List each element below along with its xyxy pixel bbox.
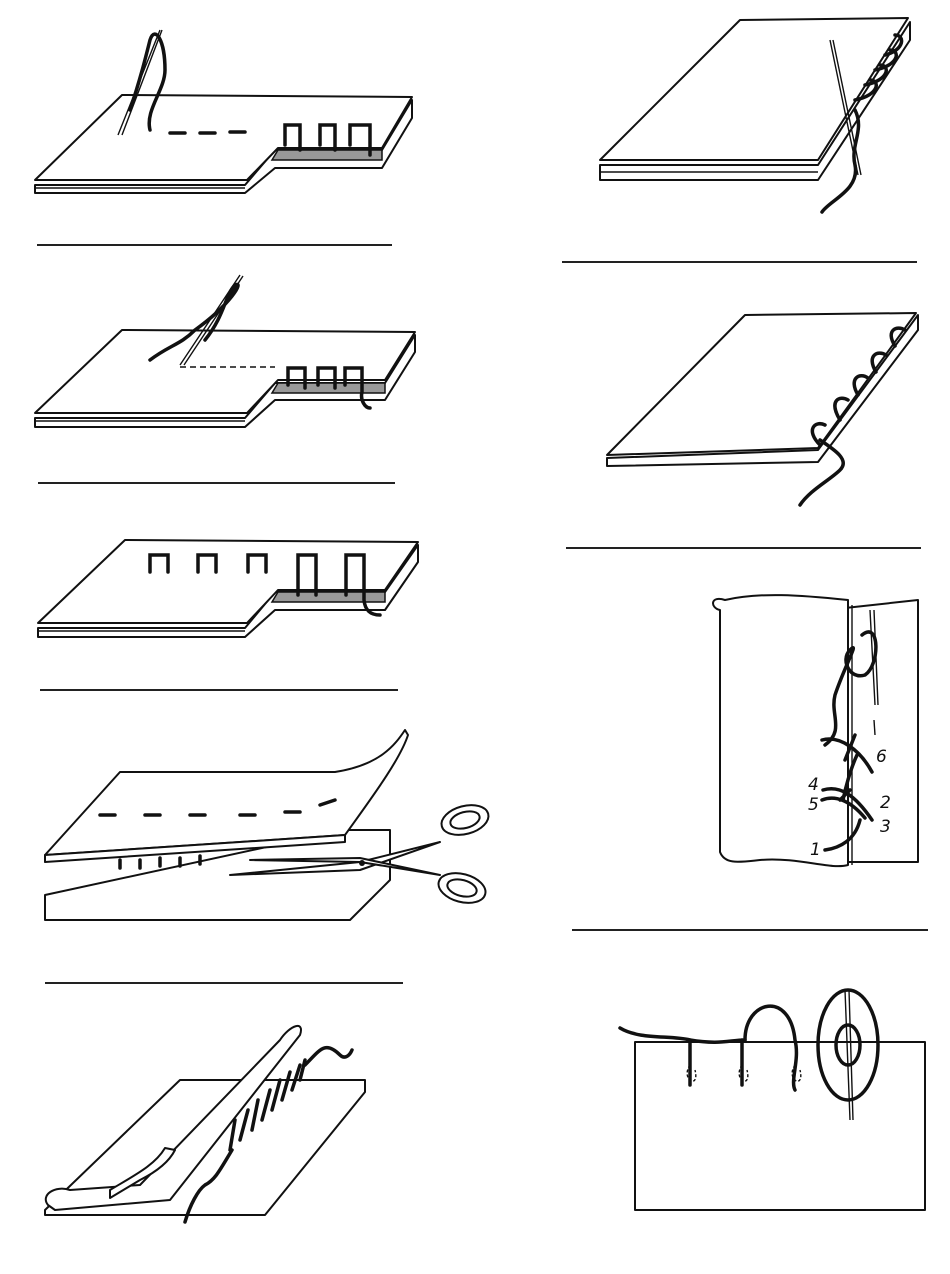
stitch-point-4: 4 xyxy=(808,775,819,795)
stitch-point-6: 6 xyxy=(876,747,887,767)
panel-cutting-stitches xyxy=(44,729,490,921)
stitch-point-2: 2 xyxy=(880,793,891,813)
needle-icon xyxy=(844,989,854,1121)
panel-loop-stitch xyxy=(618,988,926,1211)
stitch-point-3: 3 xyxy=(880,817,891,837)
stitch-point-5: 5 xyxy=(808,795,819,815)
panel-catch-stitch: 6 4 5 2 3 1 xyxy=(712,594,919,868)
panel-backstitch-stepped xyxy=(34,274,416,428)
panel-overcast-stitch-finished xyxy=(606,312,919,507)
panel-tacking-stitch-stepped xyxy=(37,539,419,638)
scissors-icon xyxy=(229,804,490,904)
stitch-point-1: 1 xyxy=(810,840,821,860)
panel-overcast-stitch xyxy=(599,17,911,214)
panel-basting-stitch-stepped xyxy=(34,29,413,194)
panel-hem-stitch xyxy=(44,1025,366,1224)
